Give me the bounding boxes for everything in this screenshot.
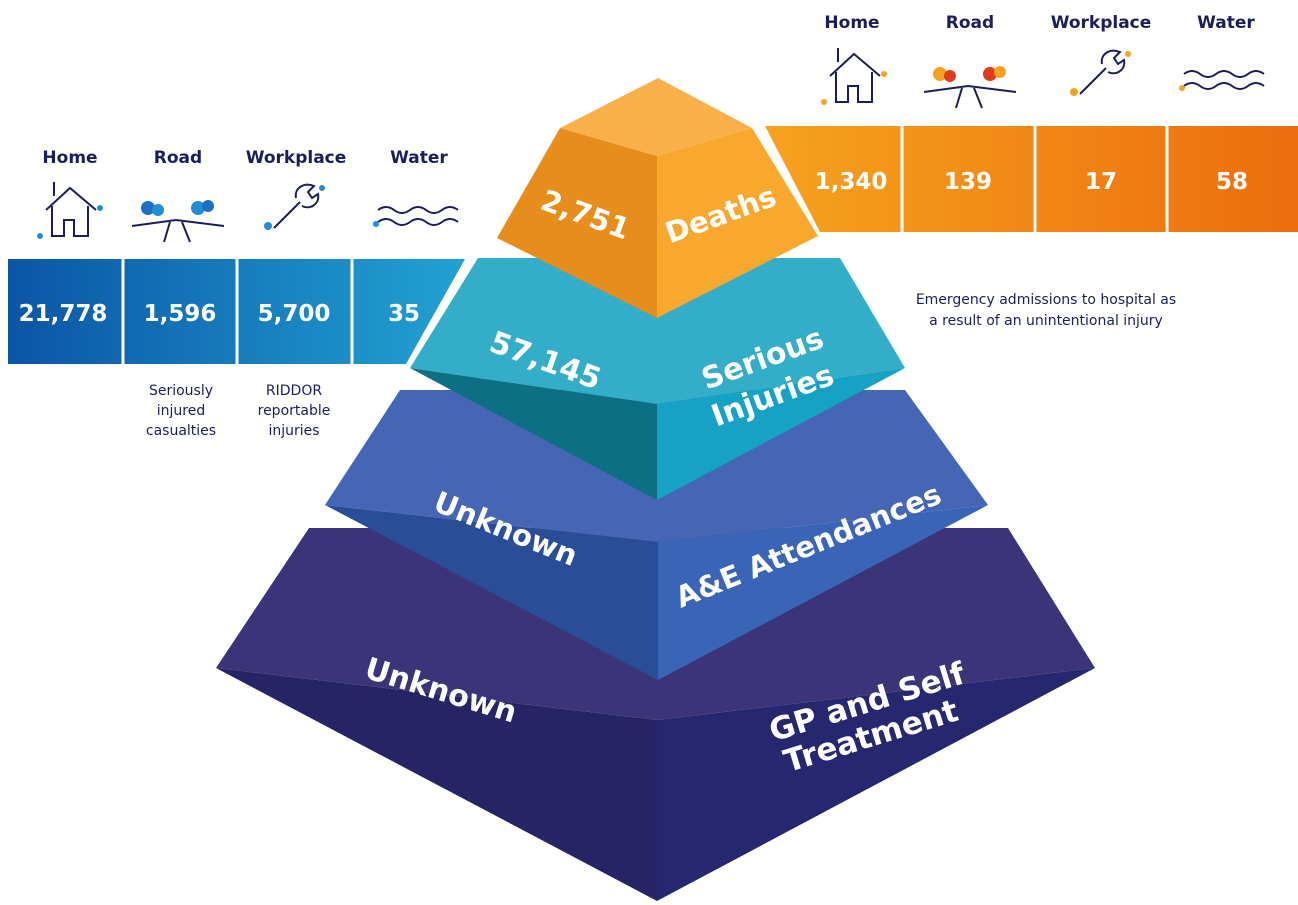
tier-gp-right-face: [657, 668, 1095, 901]
house-icon: [821, 48, 887, 105]
road-icon: [923, 66, 1017, 109]
road-icon: [131, 200, 225, 243]
injuries-home-value: 21,778: [19, 301, 108, 327]
tier-serious-right-face: [657, 368, 905, 500]
tier-deaths: 2,751 Deaths: [497, 78, 818, 318]
workplace-note-line2: reportable: [258, 403, 331, 419]
injuries-home-heading: Home: [42, 148, 97, 168]
injuries-road-value: 1,596: [144, 301, 217, 327]
workplace-note-line1: RIDDOR: [266, 383, 322, 399]
injuries-water-value: 35: [388, 301, 420, 327]
deaths-road-heading: Road: [946, 13, 994, 33]
road-note-line2: injured: [157, 403, 205, 419]
tier-ae-left-face: [325, 505, 658, 680]
deaths-workplace-value: 17: [1085, 169, 1117, 195]
house-icon: [37, 182, 103, 239]
wrench-icon: [264, 183, 325, 230]
tier-ae-right-face: [658, 505, 988, 680]
serious-injuries-note-line1: Emergency admissions to hospital as: [916, 292, 1176, 308]
waves-icon: [373, 206, 459, 227]
tier-deaths-top-face: [560, 78, 752, 156]
tier-gp-left-face: [216, 668, 657, 901]
tier-serious-top-face: [410, 258, 905, 404]
deaths-bar: [765, 126, 1298, 232]
deaths-home-heading: Home: [824, 13, 879, 33]
wrench-icon: [1070, 49, 1131, 96]
deaths-road-value: 139: [944, 169, 992, 195]
waves-icon: [1179, 70, 1265, 91]
deaths-workplace-heading: Workplace: [1051, 13, 1152, 33]
deaths-breakdown: Home Road Workplace Water: [765, 13, 1298, 232]
serious-injuries-note-line2: a result of an unintentional injury: [929, 313, 1163, 329]
deaths-home-value: 1,340: [815, 169, 888, 195]
tier-serious-injuries: 57,145 Serious Injuries: [410, 258, 905, 500]
road-note-line3: casualties: [146, 423, 216, 439]
deaths-water-value: 58: [1216, 169, 1248, 195]
road-note-line1: Seriously: [149, 383, 213, 399]
injuries-workplace-heading: Workplace: [246, 148, 347, 168]
tier-deaths-right-face: [657, 128, 818, 318]
tier-gp-self-treatment: Unknown GP and Self Treatment: [216, 528, 1095, 901]
tier-serious-left-face: [410, 368, 657, 500]
injuries-workplace-value: 5,700: [258, 301, 331, 327]
tier-deaths-left-face: [497, 128, 657, 318]
workplace-note-line3: injuries: [268, 423, 319, 439]
serious-injuries-breakdown: Home Road Workplace Water: [8, 148, 465, 439]
deaths-water-heading: Water: [1197, 13, 1255, 33]
injuries-water-heading: Water: [390, 148, 448, 168]
injuries-road-heading: Road: [154, 148, 202, 168]
